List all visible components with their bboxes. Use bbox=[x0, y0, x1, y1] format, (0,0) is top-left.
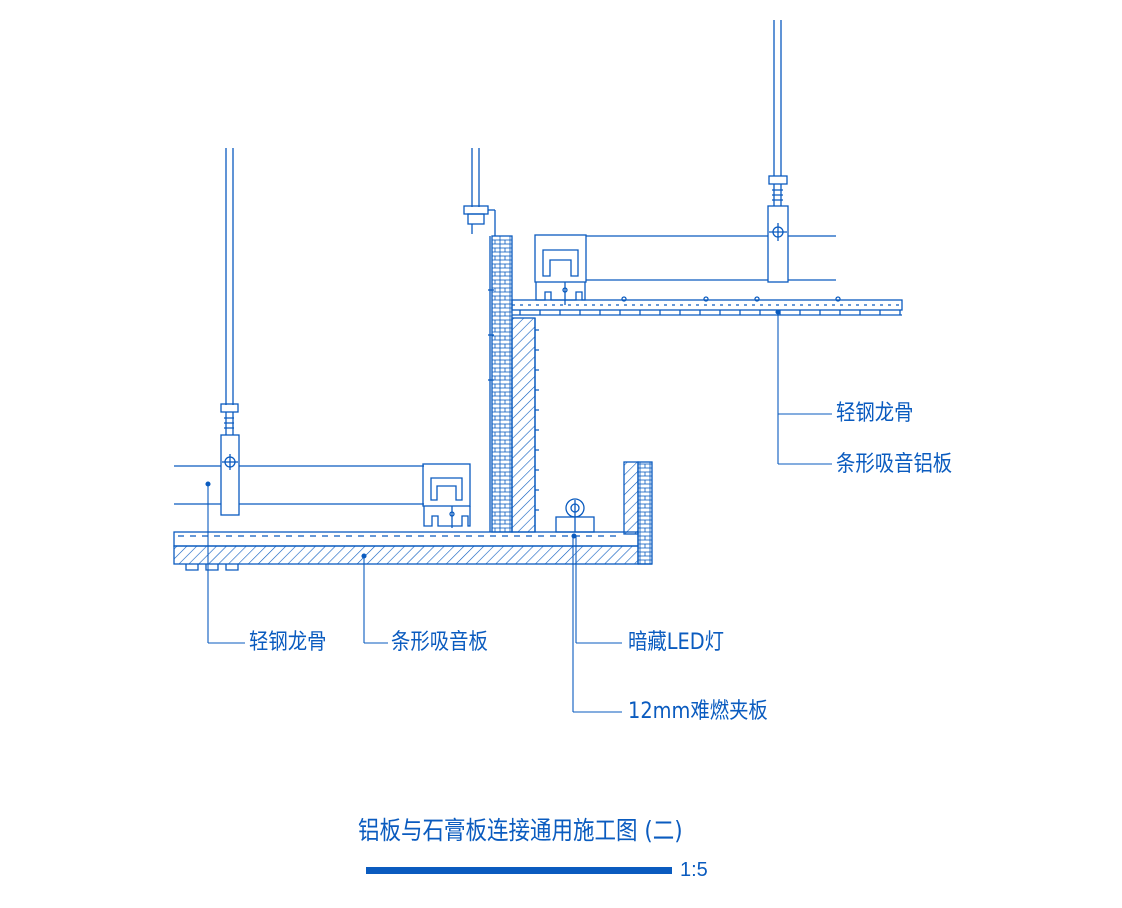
led-fixture bbox=[555, 498, 595, 533]
label-acoustic-strip-panel: 条形吸音板 bbox=[391, 630, 488, 655]
drawing-scale: 1:5 bbox=[680, 859, 708, 881]
drawing-title: 铝板与石膏板连接通用施工图 (二) bbox=[358, 816, 683, 845]
right-hanger-rod bbox=[767, 20, 789, 283]
middle-hanger-rod bbox=[463, 148, 496, 236]
led-leader bbox=[571, 533, 622, 713]
label-aluminum-strip-panel: 条形吸音铝板 bbox=[836, 452, 953, 477]
upper-aluminum-panel bbox=[511, 296, 903, 316]
left-panel-leader bbox=[361, 553, 388, 644]
label-light-steel-keel-left: 轻钢龙骨 bbox=[249, 630, 327, 655]
left-keel-leader bbox=[205, 481, 245, 644]
bulkhead-wall bbox=[488, 235, 539, 533]
left-main-keel bbox=[174, 465, 424, 505]
right-leader bbox=[775, 309, 832, 465]
label-light-steel-keel-right: 轻钢龙骨 bbox=[836, 401, 914, 426]
label-hidden-led: 暗藏LED灯 bbox=[628, 630, 725, 655]
right-main-keel bbox=[586, 235, 836, 281]
left-clip bbox=[422, 463, 471, 528]
upper-clip bbox=[534, 234, 587, 305]
pocket-side-wall bbox=[623, 461, 653, 565]
lower-panel bbox=[173, 531, 639, 571]
title-underline bbox=[366, 867, 672, 874]
left-hanger-rod bbox=[220, 148, 240, 516]
label-fireproof-plywood: 12mm难燃夹板 bbox=[628, 699, 768, 724]
